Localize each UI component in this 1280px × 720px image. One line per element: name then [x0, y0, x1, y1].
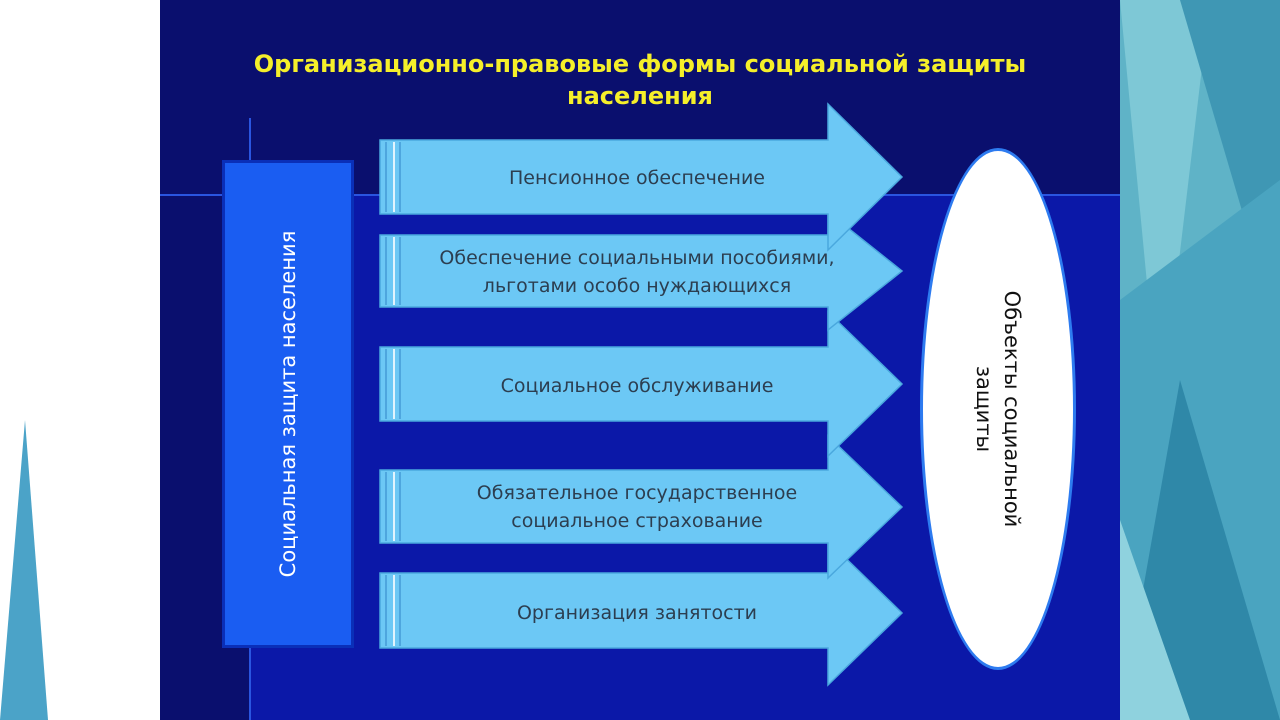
protection-objects-ellipse: Объекты социальной защиты [920, 148, 1076, 670]
form-label: Организация занятости [516, 602, 758, 624]
form-arrow [379, 102, 904, 252]
slide: Организационно-правовые формы социальной… [160, 0, 1120, 720]
form-arrow [379, 310, 904, 458]
decor-triangle [1120, 520, 1190, 720]
form-label: Пенсионное обеспечение [509, 167, 765, 189]
decorative-triangles-left [0, 420, 48, 720]
form-label: Социальное обслуживание [500, 375, 774, 397]
social-protection-box: Социальная защита населения [222, 160, 354, 648]
decor-triangle [0, 420, 48, 720]
forms-arrows [379, 102, 904, 687]
form-label: Обеспечение социальными пособиями, льгот… [439, 247, 835, 297]
protection-objects-label: Объекты социальной защиты [972, 290, 1024, 528]
decorative-triangles-right [1120, 0, 1280, 720]
decor-triangle [1120, 0, 1210, 420]
form-arrow [379, 434, 904, 580]
slide-title: Организационно-правовые формы социальной… [253, 50, 1027, 110]
form-label: Обязательное государственное социальное … [476, 482, 798, 532]
